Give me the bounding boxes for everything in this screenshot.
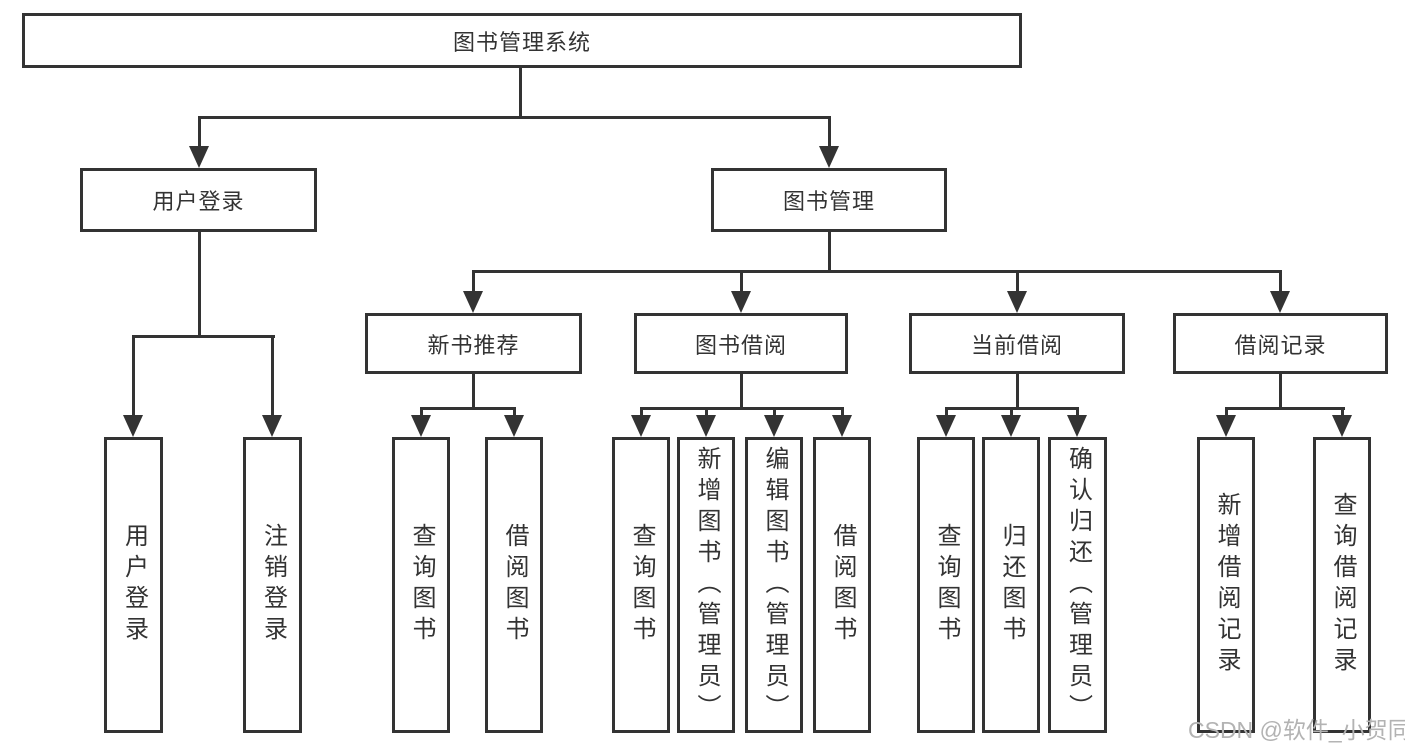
connector-line (1010, 407, 1013, 417)
connector-arrowhead (1216, 415, 1236, 437)
connector-line (1076, 407, 1079, 417)
connector-arrowhead (936, 415, 956, 437)
connector-line (828, 116, 831, 148)
node-root: 图书管理系统 (22, 13, 1022, 68)
leaf-logout: 注销登录 (243, 437, 302, 733)
connector-line (271, 335, 274, 416)
connector-line (705, 407, 708, 417)
connector-line (132, 335, 275, 338)
connector-arrowhead (696, 415, 716, 437)
connector-line (828, 232, 831, 272)
leaf-add-borrow-record-label: 新增借阅记录 (1213, 492, 1240, 678)
leaf-borrow-books-2: 借阅图书 (813, 437, 871, 733)
node-current-borrowing-label: 当前借阅 (970, 332, 1063, 358)
connector-line (740, 270, 743, 292)
connector-arrowhead (411, 415, 431, 437)
connector-line (472, 270, 1282, 273)
connector-line (420, 407, 423, 417)
connector-line (1341, 407, 1344, 417)
leaf-query-borrow-record-label: 查询借阅记录 (1329, 492, 1356, 678)
leaf-return-books-label: 归还图书 (998, 523, 1025, 647)
node-book-management: 图书管理 (711, 168, 947, 232)
leaf-query-books-3: 查询图书 (917, 437, 975, 733)
connector-arrowhead (819, 146, 839, 168)
leaf-query-books-3-label: 查询图书 (933, 523, 960, 647)
node-root-label: 图书管理系统 (452, 29, 591, 55)
leaf-borrow-books-1: 借阅图书 (485, 437, 543, 733)
connector-arrowhead (123, 415, 143, 437)
connector-line (1225, 407, 1345, 410)
csdn-watermark: CSDN @软件_小贺同学 (1188, 717, 1405, 743)
connector-arrowhead (832, 415, 852, 437)
connector-arrowhead (764, 415, 784, 437)
leaf-query-books-1: 查询图书 (392, 437, 450, 733)
connector-line (420, 407, 516, 410)
connector-line (640, 407, 844, 410)
leaf-confirm-return-admin: 确认归还（管理员） (1048, 437, 1107, 733)
connector-line (1279, 270, 1282, 292)
connector-arrowhead (1332, 415, 1352, 437)
node-book-borrowing: 图书借阅 (634, 313, 848, 374)
connector-arrowhead (631, 415, 651, 437)
connector-arrowhead (1270, 291, 1290, 313)
connector-arrowhead (463, 291, 483, 313)
leaf-user-login-label: 用户登录 (120, 523, 148, 647)
connector-arrowhead (189, 146, 209, 168)
connector-line (945, 407, 948, 417)
leaf-logout-label: 注销登录 (259, 523, 287, 647)
connector-arrowhead (504, 415, 524, 437)
connector-arrowhead (1067, 415, 1087, 437)
connector-arrowhead (731, 291, 751, 313)
leaf-query-books-2: 查询图书 (612, 437, 670, 733)
leaf-add-books-admin-label: 新增图书（管理员） (693, 446, 720, 725)
connector-line (198, 232, 201, 337)
connector-line (841, 407, 844, 417)
node-borrow-records: 借阅记录 (1173, 313, 1388, 374)
leaf-add-books-admin: 新增图书（管理员） (677, 437, 735, 733)
leaf-confirm-return-admin-label: 确认归还（管理员） (1064, 446, 1092, 725)
leaf-edit-books-admin: 编辑图书（管理员） (745, 437, 803, 733)
leaf-query-books-1-label: 查询图书 (408, 523, 435, 647)
connector-line (740, 374, 743, 409)
connector-line (472, 374, 475, 409)
connector-line (1225, 407, 1228, 417)
connector-arrowhead (1001, 415, 1021, 437)
node-book-borrowing-label: 图书借阅 (694, 332, 787, 358)
connector-line (1016, 270, 1019, 292)
connector-line (1016, 374, 1019, 409)
node-borrow-records-label: 借阅记录 (1234, 332, 1327, 358)
node-new-book-recommend: 新书推荐 (365, 313, 582, 374)
connector-arrowhead (1007, 291, 1027, 313)
leaf-borrow-books-1-label: 借阅图书 (501, 523, 528, 647)
node-current-borrowing: 当前借阅 (909, 313, 1125, 374)
connector-line (1279, 374, 1282, 409)
connector-line (773, 407, 776, 417)
leaf-add-borrow-record: 新增借阅记录 (1197, 437, 1255, 733)
node-book-management-label: 图书管理 (782, 189, 875, 214)
node-new-book-recommend-label: 新书推荐 (427, 332, 520, 358)
leaf-user-login: 用户登录 (104, 437, 163, 733)
connector-line (198, 116, 831, 119)
leaf-borrow-books-2-label: 借阅图书 (829, 523, 856, 647)
node-user-login-label: 用户登录 (152, 189, 245, 214)
leaf-query-borrow-record: 查询借阅记录 (1313, 437, 1371, 733)
node-user-login: 用户登录 (80, 168, 317, 232)
connector-line (640, 407, 643, 417)
leaf-query-books-2-label: 查询图书 (628, 523, 655, 647)
connector-line (198, 116, 201, 148)
connector-line (519, 68, 522, 118)
connector-line (513, 407, 516, 417)
connector-line (132, 335, 135, 416)
leaf-edit-books-admin-label: 编辑图书（管理员） (761, 446, 788, 725)
leaf-return-books: 归还图书 (982, 437, 1040, 733)
connector-line (472, 270, 475, 292)
connector-arrowhead (262, 415, 282, 437)
